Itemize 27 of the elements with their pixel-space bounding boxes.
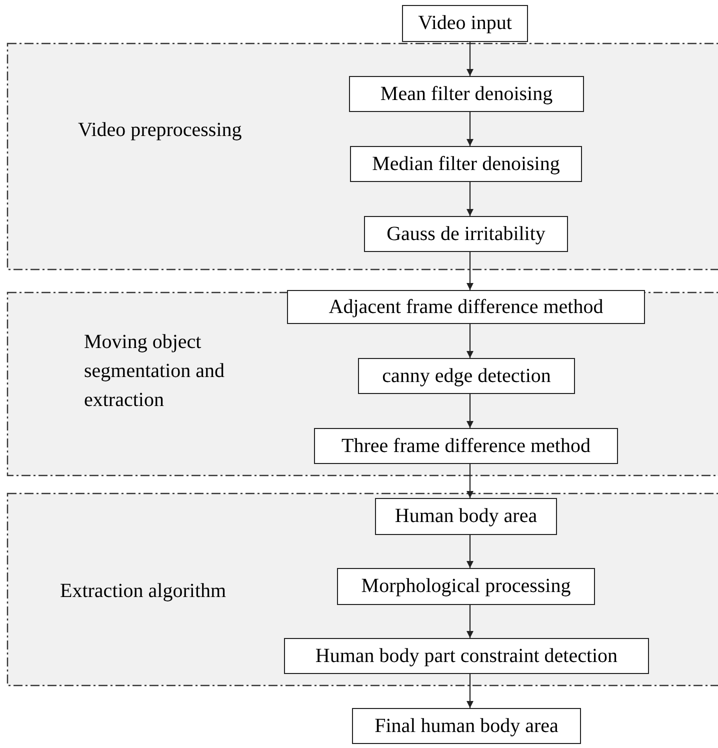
- process-box: Mean filter denoising: [349, 76, 584, 112]
- arrow: [466, 182, 474, 216]
- process-box: Human body area: [375, 498, 557, 535]
- arrow: [466, 252, 474, 290]
- process-box: Video input: [402, 5, 528, 42]
- arrow: [466, 112, 474, 146]
- process-box: Median filter denoising: [350, 146, 582, 182]
- process-box: Adjacent frame difference method: [287, 290, 645, 324]
- arrow: [466, 394, 474, 428]
- group-heading: Video preprocessing: [78, 118, 243, 143]
- arrow: [466, 464, 474, 498]
- process-box: canny edge detection: [358, 358, 575, 394]
- arrow: [466, 605, 474, 638]
- group-band: [7, 43, 718, 270]
- process-box: Final human body area: [352, 708, 581, 744]
- arrow: [466, 324, 474, 358]
- process-box: Three frame difference method: [314, 428, 618, 464]
- group-heading: Extraction algorithm: [60, 579, 228, 604]
- arrow: [466, 535, 474, 568]
- process-box: Morphological processing: [337, 568, 595, 605]
- process-box: Gauss de irritability: [364, 216, 568, 252]
- arrow: [466, 674, 474, 708]
- arrow: [466, 42, 474, 76]
- group-band: [7, 292, 718, 476]
- process-box: Human body part constraint detection: [284, 638, 649, 674]
- group-band: [7, 493, 718, 686]
- group-heading: Moving object segmentation and extraction: [84, 330, 226, 413]
